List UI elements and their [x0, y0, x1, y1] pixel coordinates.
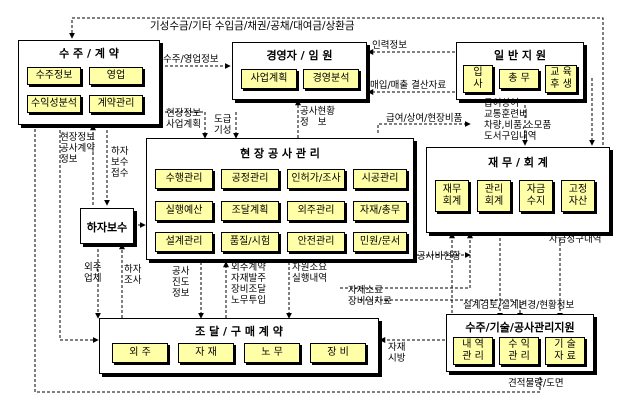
label-site-status: 공사현황 정 보	[300, 106, 335, 128]
general-cell-affairs[interactable]: 총 무	[499, 69, 539, 89]
label-top: 기성수금/기타 수입금/채권/공채/대여금/상환금	[150, 20, 355, 32]
contract-cell-profit[interactable]: 수익성분석	[27, 95, 81, 113]
site-cell-9[interactable]: 품질/시험	[221, 232, 279, 252]
contract-box: 수 주 / 계 약 수주정보 영업 수익성분석 계약관리	[18, 40, 160, 125]
finance-box: 재 무 / 회 계 재무 회계 관리 회계 자금 수지 고정 자산	[426, 147, 610, 233]
site-box: 현 장 공 사 관 리 수행관리 공정관리 인허가/조사 시공관리 실행예산 조…	[146, 138, 414, 260]
label-expense-list: 급여상여 교통훈련비 차량,비품,소모품 도서구입내역	[484, 98, 552, 142]
flow-material-lease	[340, 232, 473, 289]
procurement-title: 조 달 / 구 매 계 약	[195, 325, 283, 338]
site-title: 현 장 공 사 관 리	[240, 147, 320, 160]
subcontract-box: 하자보수	[80, 208, 134, 244]
label-hr-info: 인력정보	[372, 40, 407, 51]
label-material-lease: 자재소료 장비임차료	[348, 285, 392, 307]
label-procure-items: 외주계약 자재발주 장비조달 노무투입	[231, 262, 266, 306]
flow-site-info-plan	[160, 111, 208, 139]
contract-cell-sales-info[interactable]: 수주정보	[27, 67, 81, 85]
label-design-review: 설계검토/설계변경/현황정보	[463, 300, 575, 311]
tech-cell-1[interactable]: 수 익 관 리	[499, 337, 539, 365]
procurement-cell-3[interactable]: 장 비	[310, 343, 366, 363]
label-site-info-plan: 현장정보 사업계획	[166, 108, 201, 130]
procurement-cell-2[interactable]: 노 무	[244, 343, 300, 363]
finance-cell-1[interactable]: 관리 회계	[477, 180, 511, 212]
procurement-box: 조 달 / 구 매 계 약 외 주 자 재 노 무 장 비	[99, 318, 379, 374]
flow-contract-procure	[59, 125, 99, 343]
finance-title: 재 무 / 회 계	[488, 156, 548, 169]
site-cell-7[interactable]: 자재/총무	[353, 201, 407, 221]
site-cell-8[interactable]: 설계관리	[155, 232, 213, 252]
flow-design-review	[360, 299, 523, 319]
label-sales-info: 수주/영업정보	[163, 54, 219, 65]
finance-cell-3[interactable]: 고정 자산	[561, 180, 595, 212]
contract-cell-business[interactable]: 영업	[89, 67, 143, 85]
site-cell-0[interactable]: 수행관리	[155, 169, 213, 189]
site-cell-5[interactable]: 조달계획	[221, 201, 279, 221]
procurement-cell-0[interactable]: 외 주	[112, 343, 168, 363]
exec-cell-management-analysis[interactable]: 경영분석	[303, 69, 359, 89]
label-outsourcing: 외주 업체	[84, 262, 102, 284]
tech-cell-0[interactable]: 내 역 관 리	[453, 337, 493, 365]
procurement-cell-1[interactable]: 자 재	[178, 343, 234, 363]
label-fund-request: 자금청구내역	[549, 234, 602, 245]
label-salary-items: 급여/상여/현장비품	[386, 113, 463, 124]
flow-top-line	[69, 17, 604, 145]
contract-cell-contract-mgmt[interactable]: 계약관리	[89, 95, 143, 113]
label-material-plan: 자재 시방	[388, 342, 406, 364]
site-cell-6[interactable]: 외주관리	[287, 201, 345, 221]
general-title: 일 반 지 원	[494, 49, 546, 62]
exec-cell-business-plan[interactable]: 사업계획	[241, 69, 297, 89]
contract-title: 수 주 / 계 약	[59, 47, 119, 60]
label-site-cost: 공사비현황	[417, 251, 461, 262]
exec-box: 경영자 / 임 원 사업계획 경영분석	[232, 42, 367, 100]
label-defect-receipt: 하자 보수 접수	[111, 146, 129, 179]
tech-cell-2[interactable]: 기 술 자 료	[545, 337, 585, 365]
site-cell-11[interactable]: 민원/문서	[353, 232, 407, 252]
label-estimate: 견적물량/도면	[508, 378, 564, 389]
tech-box: 수주/기술/공사관리지원 내 역 관 리 수 익 관 리 기 술 자 료	[446, 314, 594, 372]
subcontract-title: 하자보수	[86, 221, 128, 234]
label-schedule: 공사 진도 정보	[172, 266, 190, 299]
tech-title: 수주/기술/공사관리지원	[465, 321, 575, 334]
exec-title: 경영자 / 임 원	[266, 49, 333, 62]
site-cell-4[interactable]: 실행예산	[155, 201, 213, 221]
general-cell-hire[interactable]: 입 사	[463, 65, 493, 93]
finance-cell-0[interactable]: 재무 회계	[435, 180, 469, 212]
general-box: 일 반 지 원 입 사 총 무 교 육 후 생	[456, 42, 584, 100]
label-progress: 도급 기성	[214, 114, 232, 136]
flow-salary	[377, 121, 471, 133]
label-sales-settlement: 매입/매출 결산자료	[370, 80, 447, 91]
label-defect-survey: 하자 조사	[124, 264, 142, 286]
site-cell-10[interactable]: 안전관리	[287, 232, 345, 252]
site-cell-3[interactable]: 시공관리	[353, 169, 407, 189]
label-site-contract-info: 현장정보 공사계약 정보	[60, 132, 95, 165]
site-cell-1[interactable]: 공정관리	[221, 169, 279, 189]
flow-estimate	[34, 107, 541, 393]
site-cell-2[interactable]: 인허가/조사	[287, 169, 345, 189]
general-cell-education[interactable]: 교 육 후 생	[545, 65, 577, 93]
finance-cell-2[interactable]: 자금 수지	[519, 180, 553, 212]
label-material-usage: 자원소요 실행내역	[292, 262, 327, 284]
